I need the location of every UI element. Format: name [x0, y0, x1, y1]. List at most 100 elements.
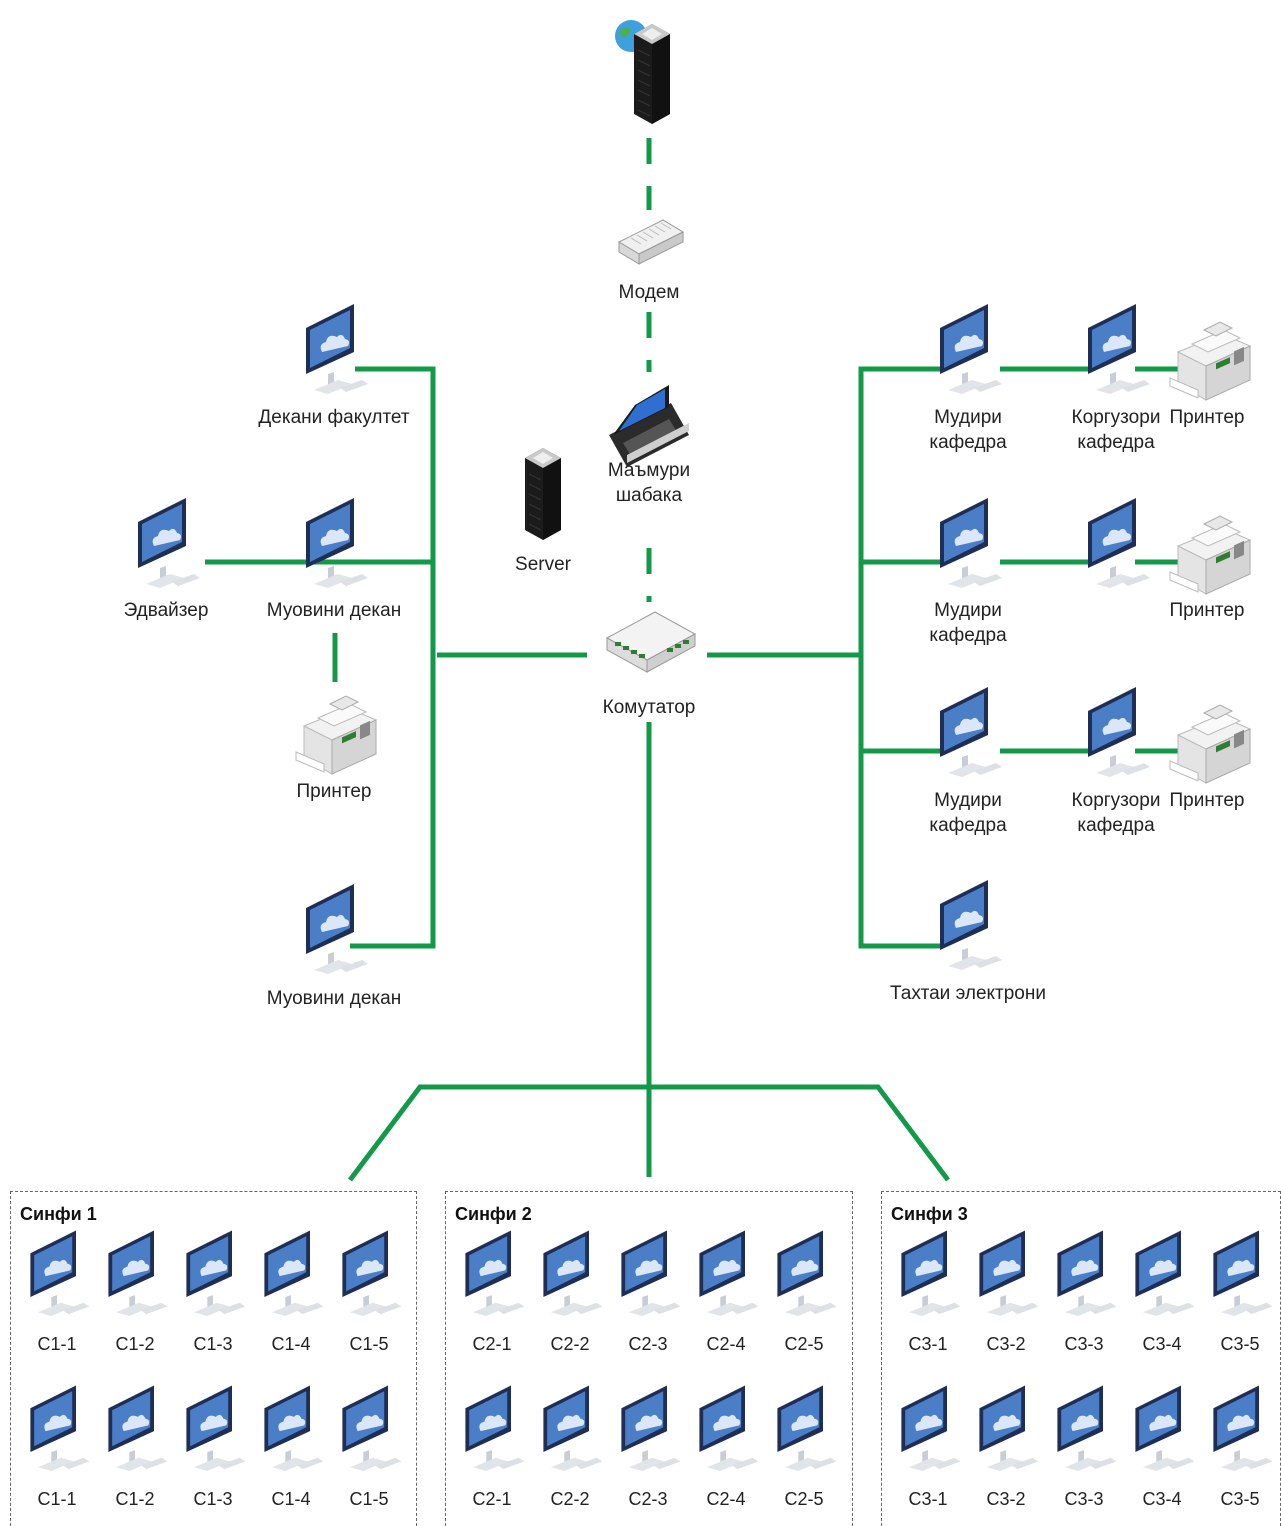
classroom-1-pc-icon [186, 1385, 246, 1471]
classroom-3-pc-icon [901, 1230, 961, 1316]
classroom-3-pc-icon [1213, 1385, 1273, 1471]
classroom-2-pc-icon [777, 1385, 837, 1471]
vicedean-pc-icon [306, 498, 368, 588]
classroom-pc-label: C2-1 [472, 1334, 512, 1354]
classroom-2-pc-icon [465, 1230, 525, 1316]
classroom-1-pc-icon [264, 1385, 324, 1471]
classroom-3-pc-icon [1135, 1230, 1195, 1316]
classroom-pc-label: C1-4 [271, 1489, 311, 1509]
classroom-2-box: Синфи 2 [445, 1191, 853, 1526]
printer-right-1-icon [1169, 321, 1252, 401]
classroom-2-pc-icon [777, 1230, 837, 1316]
vice-dean-2-label: Муовини декан [266, 988, 402, 1009]
classroom-pc-label: C3-3 [1064, 1489, 1104, 1509]
classroom-3-pc-icon [1057, 1385, 1117, 1471]
classroom-1-pc-icon [108, 1385, 168, 1471]
vice-dean-1-label: Муовини декан [266, 600, 402, 621]
classroom-3-pc-icon [1213, 1230, 1273, 1316]
link-left-backbone [350, 366, 436, 949]
classroom-pc-label: C3-1 [908, 1334, 948, 1354]
dept-pc-2-icon [1088, 498, 1150, 588]
classroom-pc-label: C2-2 [550, 1334, 590, 1354]
classroom-2-pc-icon [543, 1385, 603, 1471]
classroom-3-pc-icon [1135, 1385, 1195, 1471]
server-label: Server [515, 554, 571, 575]
laptop-icon [609, 385, 689, 467]
classroom-1-box: Синфи 1 [10, 1191, 417, 1526]
printer-right-2-icon [1169, 515, 1252, 595]
classroom-pc-label: C3-1 [908, 1489, 948, 1509]
printer-right-3-icon [1169, 704, 1252, 784]
classroom-pc-label: C3-4 [1142, 1334, 1182, 1354]
classroom-pc-label: C1-5 [349, 1489, 389, 1509]
printer-left-label: Принтер [296, 781, 372, 802]
printer-right-3-label: Принтер [1169, 790, 1245, 811]
classroom-pc-label: C3-5 [1220, 1489, 1260, 1509]
classroom-pc-label: C3-3 [1064, 1334, 1104, 1354]
modem-icon [617, 219, 685, 265]
printer-left-icon [295, 695, 378, 775]
dean-pc-icon [306, 304, 368, 394]
classroom-pc-label: C1-3 [193, 1489, 233, 1509]
classroom-2-pc-icon [621, 1385, 681, 1471]
e-board-pc-icon [940, 880, 1002, 970]
classroom-2-pc-icon [465, 1385, 525, 1471]
classroom-pc-label: C1-2 [115, 1489, 155, 1509]
modem-label: Модем [618, 282, 680, 303]
server-icon [525, 448, 561, 540]
dean-label: Декани факултет [258, 407, 410, 428]
classroom-pc-label: C1-4 [271, 1334, 311, 1354]
advisor-pc-icon [138, 498, 200, 588]
link-classroom-bus [348, 1084, 950, 1182]
classroom-1-pc-icon [30, 1230, 90, 1316]
classroom-pc-label: C3-2 [986, 1334, 1026, 1354]
switch-icon [605, 611, 697, 673]
classroom-pc-label: C3-5 [1220, 1334, 1260, 1354]
classroom-pc-label: C1-3 [193, 1334, 233, 1354]
classroom-title: Синфи 2 [455, 1204, 532, 1224]
internet-server-icon [634, 24, 670, 124]
e-board-label: Тахтаи электрони [890, 983, 1046, 1004]
classroom-pc-label: C1-2 [115, 1334, 155, 1354]
classroom-pc-label: C2-5 [784, 1334, 824, 1354]
classroom-title: Синфи 1 [20, 1204, 97, 1224]
classroom-pc-label: C2-2 [550, 1489, 590, 1509]
classroom-pc-label: C2-4 [706, 1334, 746, 1354]
classroom-pc-label: C2-5 [784, 1489, 824, 1509]
classroom-pc-label: C3-4 [1142, 1489, 1182, 1509]
classroom-title: Синфи 3 [891, 1204, 968, 1224]
classroom-1-pc-icon [30, 1385, 90, 1471]
classroom-1-pc-icon [342, 1385, 402, 1471]
advisor-label: Эдвайзер [123, 600, 209, 621]
classroom-pc-label: C2-3 [628, 1489, 668, 1509]
classroom-3-pc-icon [979, 1385, 1039, 1471]
classroom-pc-label: C3-2 [986, 1489, 1026, 1509]
classroom-3-box: Синфи 3 [881, 1191, 1281, 1526]
classroom-pc-label: C2-4 [706, 1489, 746, 1509]
printer-right-2-label: Принтер [1169, 600, 1245, 621]
switch-label: Комутатор [602, 697, 696, 718]
classroom-pc-label: C1-1 [37, 1334, 77, 1354]
classroom-pc-label: C1-1 [37, 1489, 77, 1509]
link-right-backbone [858, 366, 940, 949]
classroom-pc-label: C2-1 [472, 1489, 512, 1509]
head-dept-2-pc-icon [940, 498, 1002, 588]
classroom-3-pc-icon [1057, 1230, 1117, 1316]
classroom-3-pc-icon [901, 1385, 961, 1471]
classroom-1-pc-icon [186, 1230, 246, 1316]
classroom-1-pc-icon [108, 1230, 168, 1316]
vicedean2-pc-icon [306, 884, 368, 974]
classroom-pc-label: C2-3 [628, 1334, 668, 1354]
classroom-1-pc-icon [342, 1230, 402, 1316]
classroom-pc-label: C1-5 [349, 1334, 389, 1354]
classroom-2-pc-icon [699, 1230, 759, 1316]
printer-right-1-label: Принтер [1169, 407, 1245, 428]
classroom-1-pc-icon [264, 1230, 324, 1316]
classroom-2-pc-icon [621, 1230, 681, 1316]
head-dept-3-pc-icon [940, 687, 1002, 777]
